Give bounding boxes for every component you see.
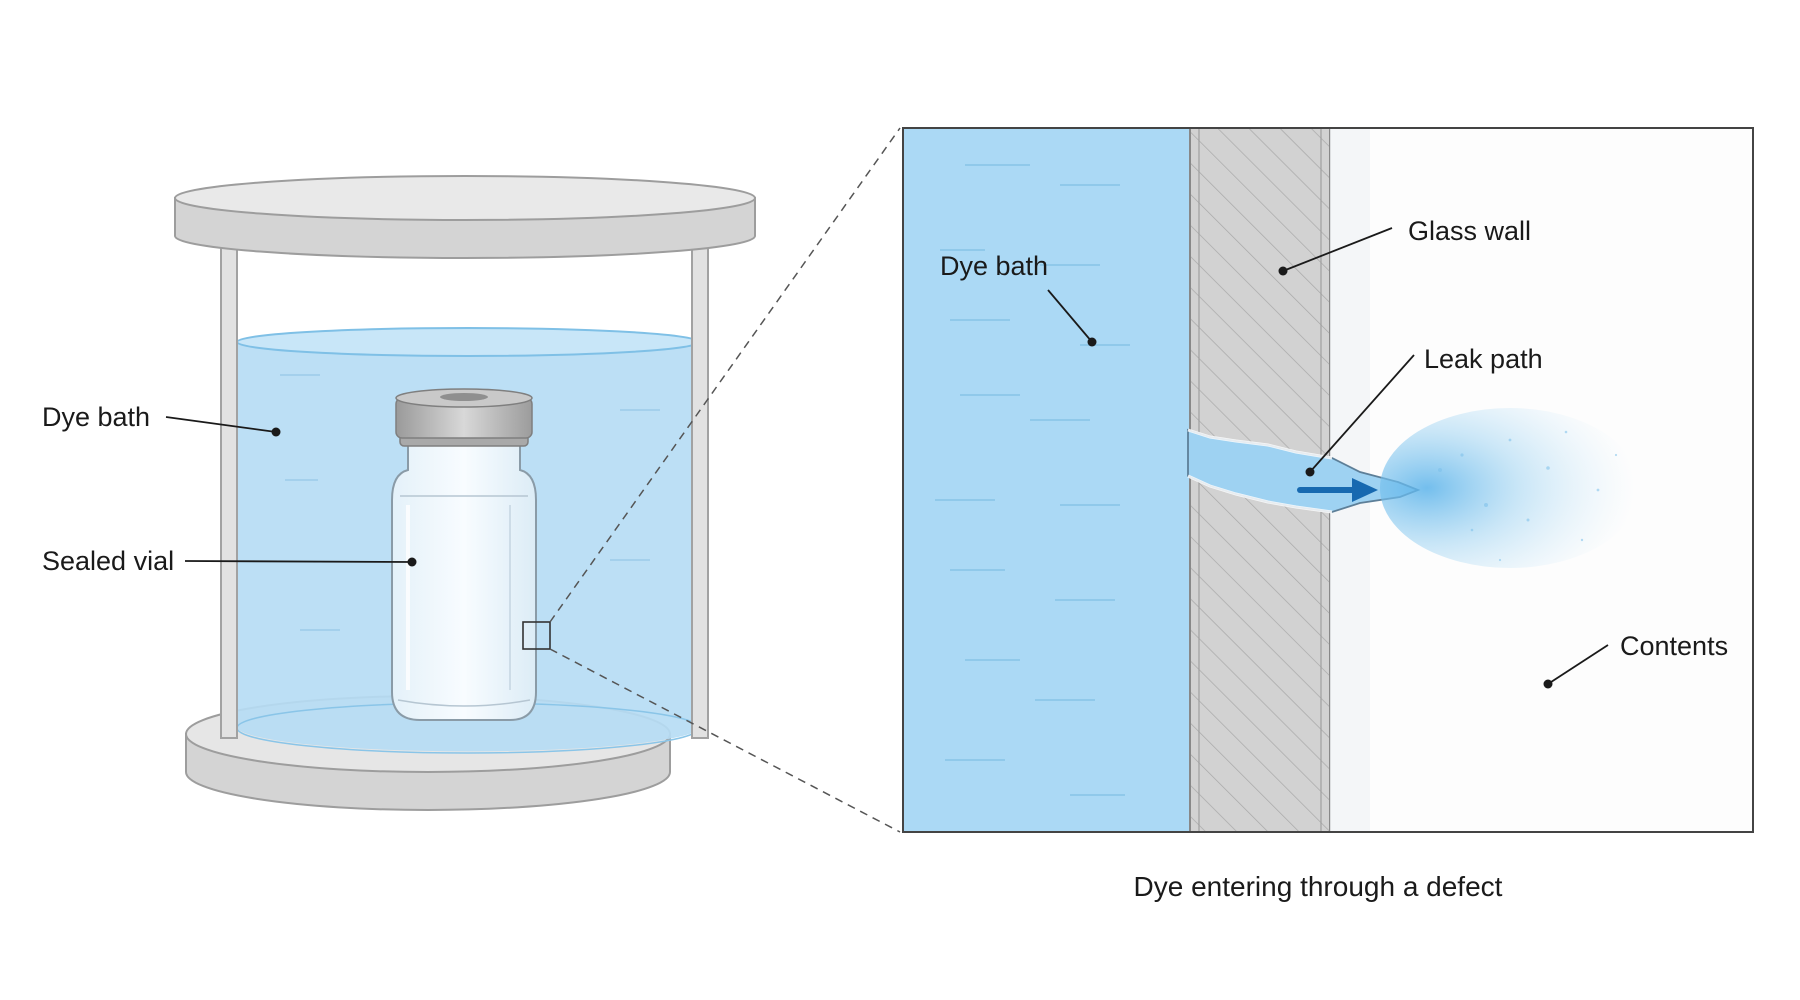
dye-bath-surface [236,327,700,357]
leader-contents [1547,644,1609,685]
label-contents: Contents [1620,631,1728,661]
caption: Dye entering through a defect [1134,871,1503,902]
vial-body [391,439,537,721]
zoom-panel [902,127,1754,833]
support-rod-right [691,239,709,739]
label-dye-bath-zoom: Dye bath [940,251,1048,281]
label-sealed-vial: Sealed vial [42,546,174,576]
zoom-panel-frame [902,127,1754,833]
label-dye-bath-left: Dye bath [42,402,150,432]
zoom-dye-ripples [935,164,1130,796]
top-lid [174,175,756,221]
zoom-connector-top [549,127,901,623]
zoom-region-marker [522,621,551,650]
flow-arrow [1297,478,1378,502]
immersion-apparatus [174,175,756,811]
leader-dye-bath-zoom [1047,289,1093,343]
dye-spray [1380,408,1640,568]
leader-dye-bath-left [165,416,277,433]
zoom-connector-bottom [549,648,901,833]
leader-sealed-vial [184,560,413,563]
bath-ripples [280,374,660,631]
spray-particles [1438,430,1618,562]
leader-dots [271,266,1553,689]
leader-lines [165,227,1609,685]
sealed-vial [391,388,537,721]
label-glass-wall: Glass wall [1408,216,1531,246]
label-leak-path: Leak path [1424,344,1543,374]
zoom-dye-region [903,128,1190,832]
support-rod-left [220,239,238,739]
leader-glass-wall [1282,227,1393,272]
leader-leak-path [1309,354,1415,473]
